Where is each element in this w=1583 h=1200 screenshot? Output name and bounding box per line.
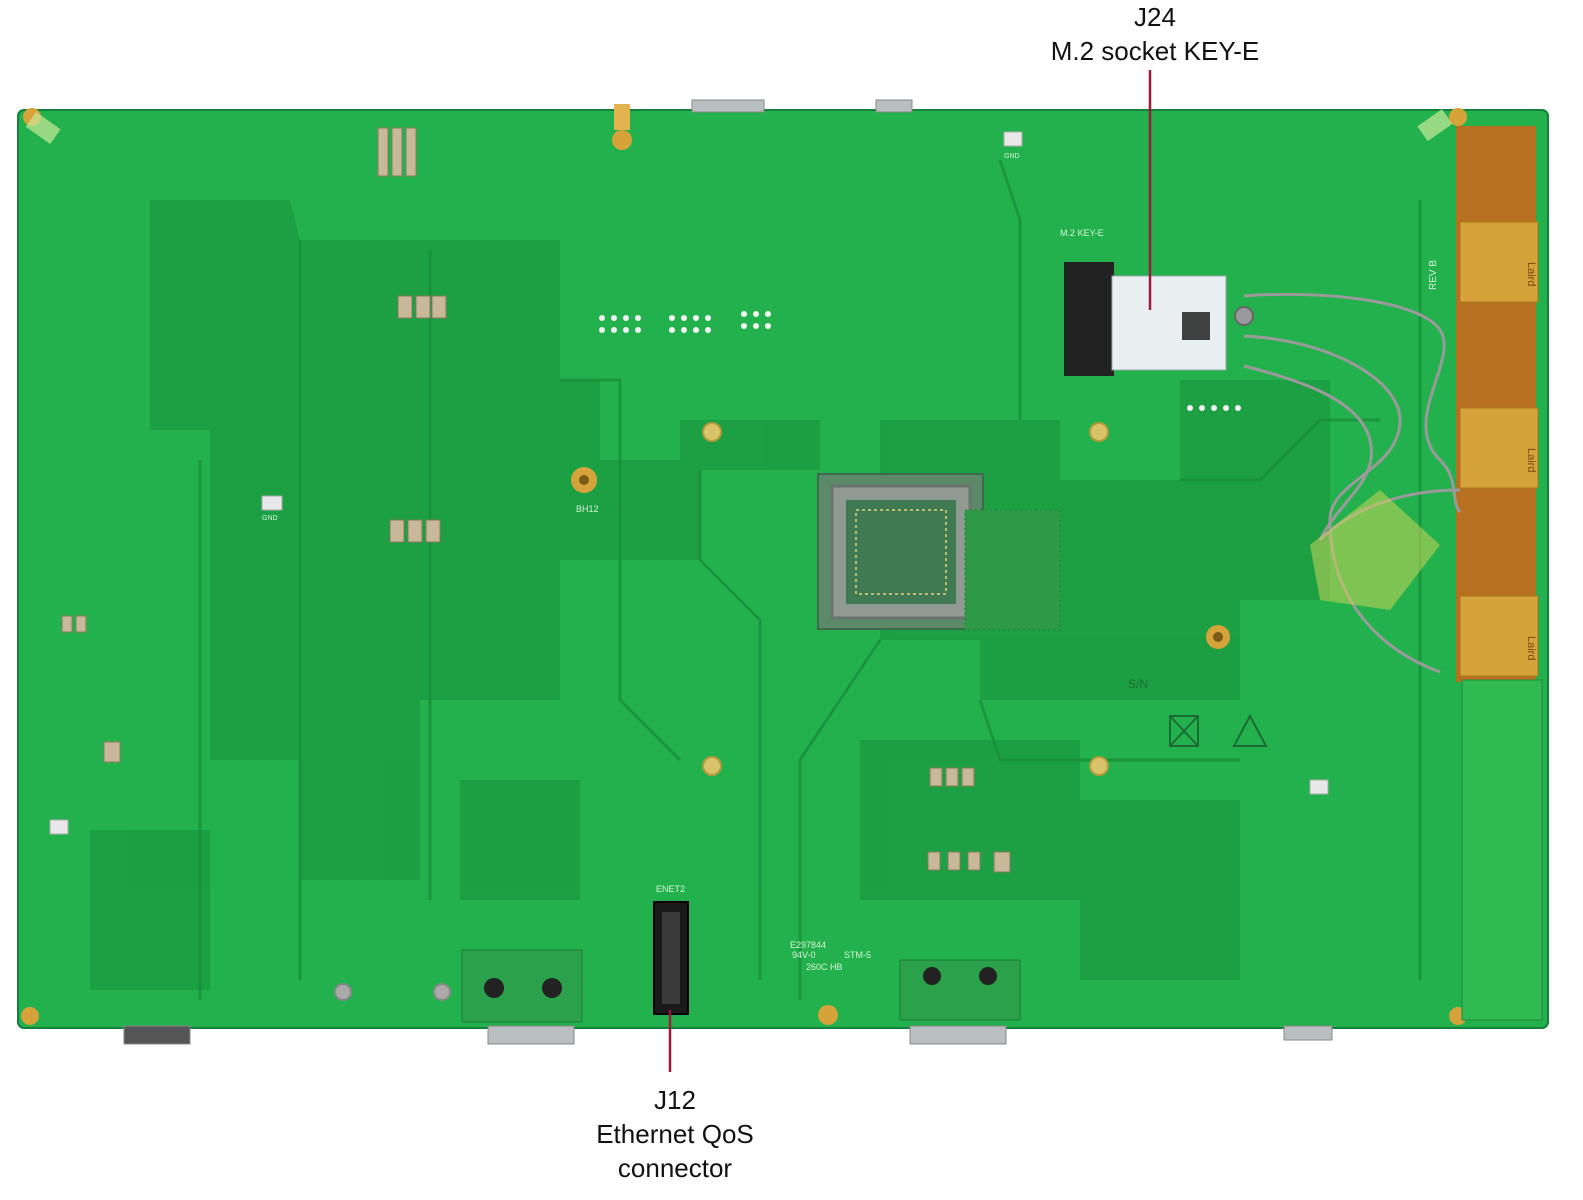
board-code-3: 260C HB [806,962,843,972]
standoff-right-mid [1206,625,1230,649]
j12-desc-label-2: connector [617,1153,733,1183]
eth-silk-label: ENET2 [656,884,685,894]
bh12-silk-label: BH12 [576,504,599,514]
top-edge-connectors [691,99,913,113]
rev-silk-label: REV B [1428,260,1439,290]
antenna-tape [1310,490,1440,610]
compliance-symbols [1169,713,1268,747]
component-clusters [49,127,1329,873]
stm-silk-label: STM-5 [844,950,871,960]
board-code-2: 94V-0 [792,950,816,960]
j12-callout: J12 Ethernet QoS connector [540,1083,810,1185]
standoff-top-left [23,108,61,144]
j24-desc-label: M.2 socket KEY-E [1050,36,1260,66]
j24-ref-label: J24 [1134,2,1176,32]
m2-silk-label: M.2 KEY-E [1060,228,1104,238]
pcb-traces [198,159,1422,1000]
antenna-brand-3: Laird [1525,636,1537,660]
board-code-1: E297844 [790,940,826,950]
standoff-top-right [1417,108,1467,142]
bottom-jacks [461,949,1021,1023]
j12-ref-label: J12 [654,1085,696,1115]
sn-silk-label: S/N [1128,677,1148,691]
j12-desc-label-1: Ethernet QoS [596,1119,754,1149]
antenna-brand-1: Laird [1525,262,1537,286]
cpu-socket [817,473,1061,631]
screw-holes [334,422,1109,1001]
j24-callout: J24 M.2 socket KEY-E [1000,0,1310,68]
gnd-silk-label-1: GND [262,515,278,522]
standoff-bottom-mid [818,1005,838,1025]
j12-ethernet-connector [653,901,689,1015]
bottom-edge-connectors [123,1025,1333,1045]
mounting-standoffs [21,104,1467,1025]
gnd-silk-label-2: GND [1004,153,1020,160]
standoff-bh12 [571,467,597,493]
standoff-bottom-left [21,1007,39,1025]
antenna-brand-labels: Laird Laird Laird [1525,262,1537,660]
antenna-flex [1456,126,1543,1021]
m2-key-e-card [1064,262,1254,376]
standoff-top-mid [612,104,632,150]
antenna-brand-2: Laird [1525,448,1537,472]
